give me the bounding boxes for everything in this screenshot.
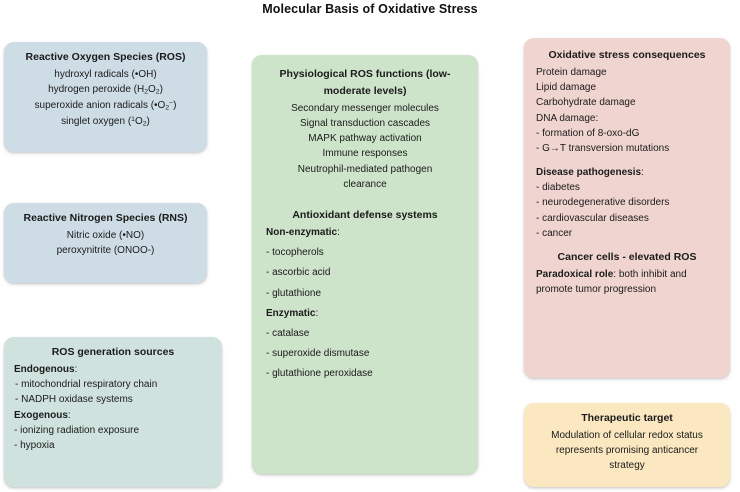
list-item: - NADPH oxidase systems [15,394,133,406]
list-item: Neutrophil-mediated pathogen [297,163,433,175]
paradoxical-role-line-2: promote tumor progression [536,284,657,296]
spacer [536,156,718,165]
card-reactive-nitrogen-species: Reactive Nitrogen Species (RNS) Nitric o… [4,203,207,283]
list-item: Nitric oxide (•NO) [66,229,145,241]
list-item: Secondary messenger molecules [291,102,439,114]
body-line-2: represents promising anticancer [555,445,699,457]
body-line-1: Modulation of cellular redox status [551,429,703,441]
list-item: Protein damage [536,66,607,78]
list-item: - ascorbic acid [266,267,331,279]
list-item: - neurodegenerative disorders [536,197,670,209]
card-heading: Reactive Oxygen Species (ROS) [25,51,186,63]
card-heading: Therapeutic target [581,412,673,424]
card-therapeutic-target: Therapeutic target Modulation of cellula… [524,403,730,487]
subsection-enzymatic-label: Enzymatic: [266,307,319,319]
list-item-continuation: clearance [343,178,387,190]
list-item: Signal transduction cascades [299,118,431,130]
card-heading: Reactive Nitrogen Species (RNS) [23,212,188,224]
card-heading-line-2: moderate levels) [323,84,407,97]
list-item: - hypoxia [14,439,55,451]
spacer [266,192,464,208]
list-item: - glutathione [266,287,322,299]
list-item: DNA damage: [536,112,599,124]
list-item: - G→T transversion mutations [536,142,670,154]
list-item: Lipid damage [536,82,597,94]
list-item: hydrogen peroxide (H2O2) [48,84,163,96]
list-item: peroxynitrite (ONOO-) [56,245,155,257]
list-item: - ionizing radiation exposure [14,424,140,436]
list-item: singlet oxygen (1O2) [61,116,150,128]
card-heading: ROS generation sources [51,346,175,358]
list-item: - diabetes [536,182,580,194]
card-ros-generation-sources: ROS generation sources Endogenous: - mit… [4,337,222,487]
list-item: - cardiovascular diseases [536,212,649,224]
list-item: superoxide anion radicals (•O2−) [34,100,177,112]
subsection-disease-pathogenesis-label: Disease pathogenesis: [536,167,644,179]
list-item: - tocopherols [266,247,324,259]
paradoxical-role-line-1: Paradoxical role: both inhibit and [536,268,687,280]
section-heading-antioxidant: Antioxidant defense systems [292,209,438,222]
body-line-3: strategy [609,460,645,472]
subsection-non-enzymatic-label: Non-enzymatic: [266,226,340,238]
list-item: Carbohydrate damage [536,97,636,109]
card-physiological-ros-functions: Physiological ROS functions (low- modera… [252,55,478,474]
list-item: - glutathione peroxidase [266,368,373,380]
card-oxidative-stress-consequences: Oxidative stress consequences Protein da… [524,38,730,378]
subsection-exogenous-label: Exogenous: [14,409,71,421]
list-item: - superoxide dismutase [266,348,370,360]
spacer [536,241,718,250]
list-item: - catalase [266,327,310,339]
card-heading-line-1: Physiological ROS functions (low- [279,68,451,80]
section-heading-cancer-cells: Cancer cells - elevated ROS [557,251,697,264]
list-item: MAPK pathway activation [308,133,422,145]
card-reactive-oxygen-species: Reactive Oxygen Species (ROS) hydroxyl r… [4,42,207,152]
subsection-endogenous-label: Endogenous: [14,363,78,375]
list-item: - formation of 8-oxo-dG [536,127,640,139]
list-item: - mitochondrial respiratory chain [15,379,158,391]
list-item: hydroxyl radicals (•OH) [54,68,157,80]
list-item: - cancer [536,227,573,239]
page-title: Molecular Basis of Oxidative Stress [262,2,478,16]
list-item: Immune responses [322,148,408,160]
card-heading: Oxidative stress consequences [548,49,706,61]
